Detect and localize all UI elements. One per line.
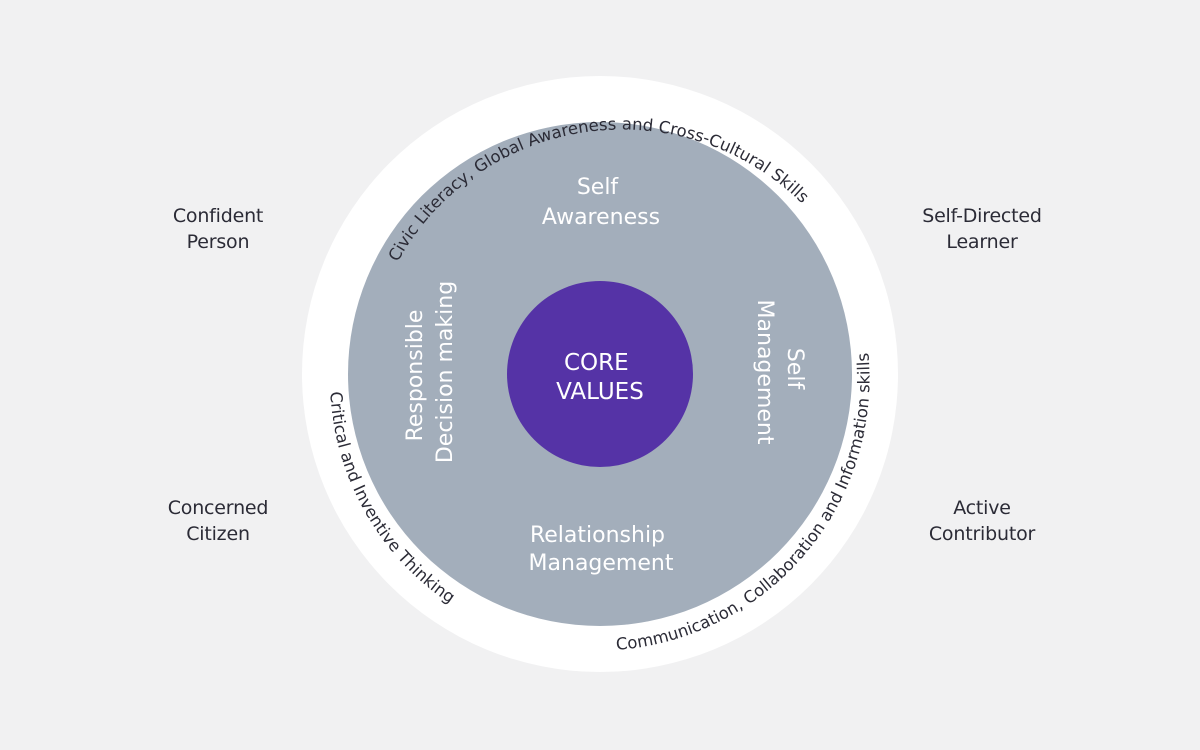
competency-line: Self <box>782 348 807 391</box>
label-line: Citizen <box>186 523 250 545</box>
label-line: Active <box>953 497 1011 519</box>
label-concerned-citizen: Concerned Citizen <box>118 495 318 547</box>
competency-line: Decision making <box>433 281 458 463</box>
competency-line: Management <box>752 300 777 445</box>
label-self-directed-learner: Self-Directed Learner <box>882 203 1082 255</box>
competency-responsible-decision-making: Responsible Decision making <box>403 281 458 463</box>
label-line: Contributor <box>928 523 1036 545</box>
core-values-label: CORE VALUES <box>556 350 644 405</box>
label-line: Person <box>186 231 250 253</box>
competency-line: Awareness <box>542 205 660 230</box>
label-active-contributor: Active Contributor <box>882 495 1082 547</box>
label-line: Confident <box>172 205 264 227</box>
label-confident-person: Confident Person <box>118 203 318 255</box>
label-line: Concerned <box>167 497 269 519</box>
competency-relationship-management: Relationship Management <box>529 523 674 576</box>
competency-line: Responsible <box>403 310 428 442</box>
competency-line: Self <box>577 175 620 200</box>
competency-self-awareness: Self Awareness <box>542 175 660 230</box>
core-values-circle <box>507 281 693 467</box>
competency-line: Relationship <box>530 523 665 548</box>
competency-self-management: Self Management <box>752 300 807 445</box>
label-line: Learner <box>946 231 1018 253</box>
core-line: VALUES <box>556 379 644 405</box>
core-line: CORE <box>564 350 629 376</box>
competency-line: Management <box>529 551 674 576</box>
label-line: Self-Directed <box>922 205 1042 227</box>
